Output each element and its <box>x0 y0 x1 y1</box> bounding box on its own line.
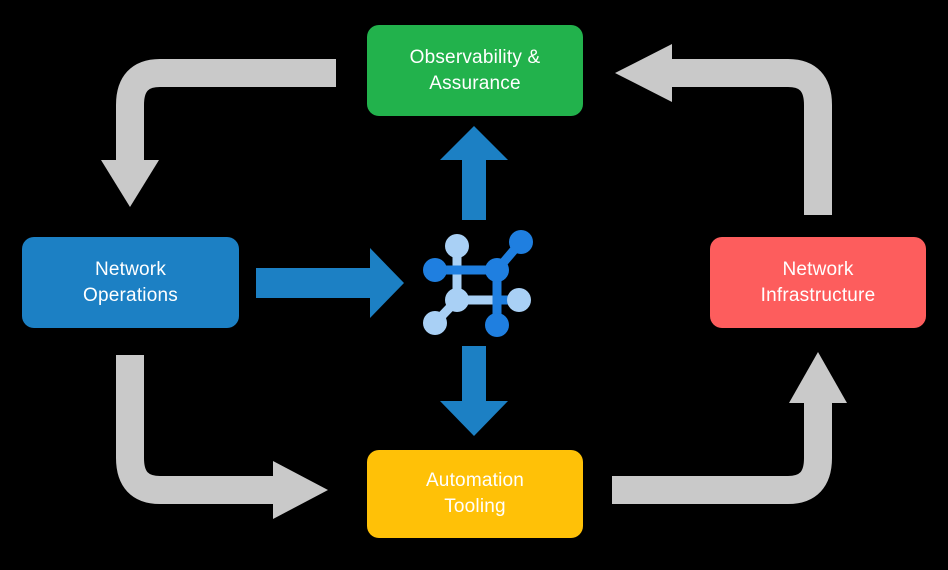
blue-arrow-center-to-automation <box>440 346 508 436</box>
mesh-node-top <box>445 234 469 258</box>
node-automation-tooling[interactable]: Automation Tooling <box>367 450 583 538</box>
mesh-node-left <box>423 258 447 282</box>
gray-arrow-infrastructure-to-observability <box>615 44 832 215</box>
gray-arrow-automation-to-infrastructure <box>612 352 847 504</box>
node-label-operations: Network Operations <box>83 258 178 306</box>
blue-arrow-center-to-observability <box>440 126 508 220</box>
node-observability-assurance[interactable]: Observability & Assurance <box>367 25 583 116</box>
mesh-node-bottom <box>485 313 509 337</box>
mesh-node-hub <box>485 258 509 282</box>
mesh-node-center-left <box>445 288 469 312</box>
gray-arrow-observability-to-operations <box>101 59 336 207</box>
network-mesh-icon <box>423 230 533 337</box>
node-label-observability: Observability & Assurance <box>409 46 541 94</box>
node-label-infrastructure: Network Infrastructure <box>760 258 876 306</box>
mesh-node-bottom-left <box>423 311 447 335</box>
mesh-node-right <box>507 288 531 312</box>
node-network-infrastructure[interactable]: Network Infrastructure <box>710 237 926 328</box>
node-network-operations[interactable]: Network Operations <box>22 237 239 328</box>
blue-arrow-operations-to-center <box>256 248 404 318</box>
mesh-node-top-right <box>509 230 533 254</box>
gray-arrow-operations-to-automation <box>116 355 328 519</box>
node-label-automation: Automation Tooling <box>425 470 525 517</box>
